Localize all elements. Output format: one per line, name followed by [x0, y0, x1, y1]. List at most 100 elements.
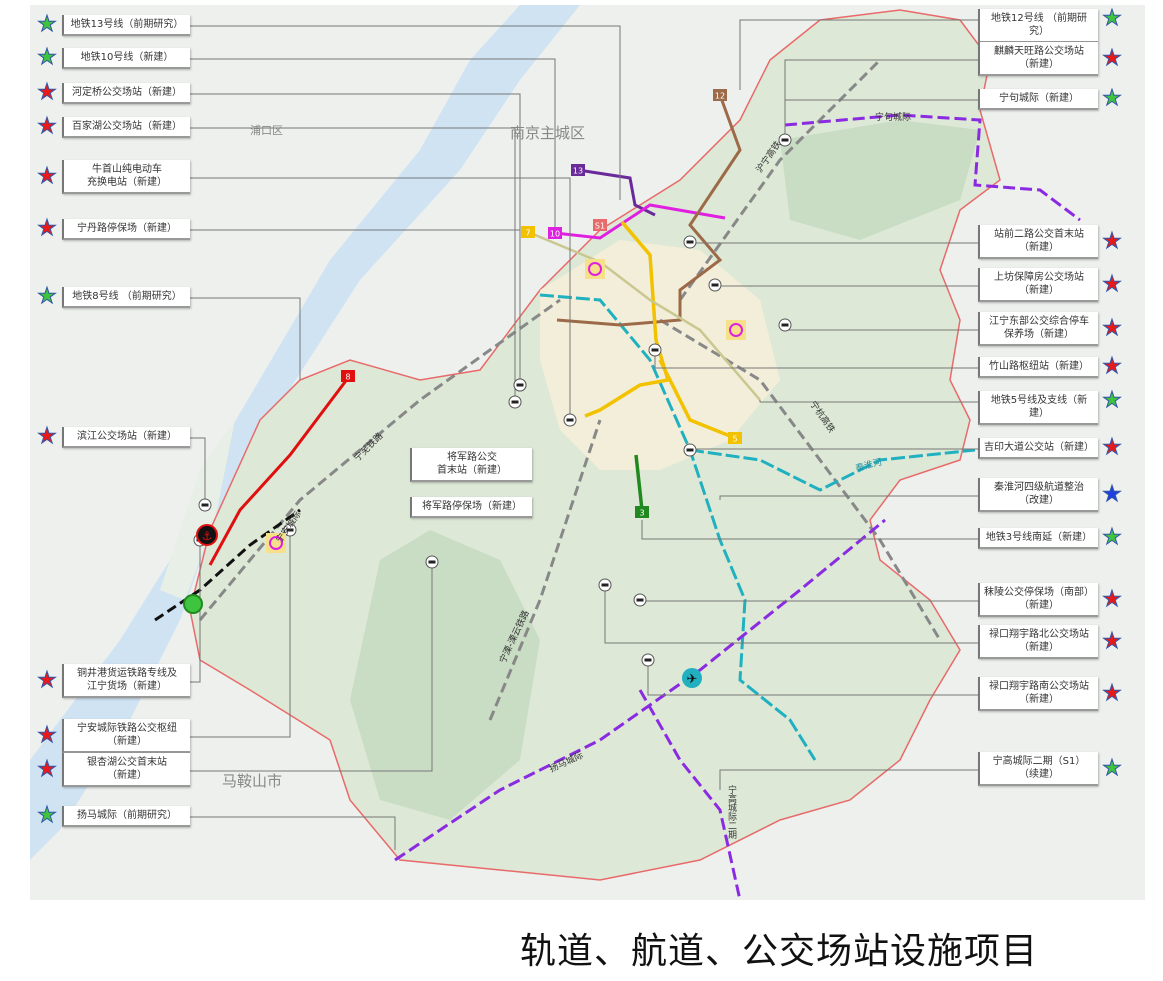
qinhuai-branch	[689, 448, 976, 492]
leader-line	[190, 816, 396, 850]
center-label-jiangjun-terminal: 将军路公交 首末站（新建）	[410, 448, 532, 482]
green-star-icon: ★	[1102, 6, 1123, 31]
project-label: 地铁8号线 （前期研究）	[62, 287, 190, 308]
project-label: 宁句城际（新建）	[978, 89, 1098, 110]
ningwu-railway	[198, 298, 561, 621]
forest-area	[780, 120, 980, 240]
leader-line	[719, 495, 978, 500]
freight-rail	[154, 508, 301, 622]
svg-text:7: 7	[525, 229, 530, 238]
railway-hub-icon	[266, 533, 286, 553]
project-label: 上坊保障房公交场站 （新建）	[978, 268, 1098, 302]
ninggao-intercity	[638, 689, 742, 901]
metro-line-10-badge: 10	[548, 227, 562, 239]
airport-icon	[682, 668, 702, 688]
leader-line	[190, 229, 521, 385]
leader-line	[190, 127, 516, 402]
red-star-icon: ★	[37, 80, 58, 105]
red-star-icon: ★	[37, 164, 58, 189]
ningju-intercity	[784, 113, 1081, 222]
map-label-main-city: 南京主城区	[510, 124, 586, 142]
leader-line	[784, 99, 978, 125]
metro-line-S1-badge: S1	[593, 219, 607, 231]
huning-railway	[678, 58, 882, 301]
leader-line	[604, 585, 978, 644]
green-star-icon: ★	[1102, 86, 1123, 111]
project-label: 铜井港货运铁路专线及 江宁货场（新建）	[62, 664, 190, 698]
metro-line-s7	[527, 230, 761, 401]
metro-line-13-badge: 13	[571, 164, 585, 176]
railway-hub-icon	[726, 320, 746, 340]
project-label: 银杏湖公交首末站 （新建）	[62, 753, 190, 787]
project-label: 滨江公交场站（新建）	[62, 427, 190, 448]
map-label-maanshan: 马鞍山市	[222, 772, 283, 790]
green-star-icon: ★	[1102, 525, 1123, 550]
project-label: 地铁3号线南延（新建）	[978, 528, 1098, 549]
green-star-icon: ★	[1102, 388, 1123, 413]
project-label: 百家湖公交场站（新建）	[62, 117, 190, 138]
svg-text:✈: ✈	[687, 672, 698, 687]
qinhuai-waterway	[539, 293, 817, 761]
project-label: 秦淮河四级航道整治 （改建）	[978, 478, 1098, 512]
map-label-ningju: 宁句城际	[875, 113, 912, 123]
project-label: 站前二路公交首末站 （新建）	[978, 225, 1098, 259]
ningli-railway	[488, 419, 602, 721]
charging-station-icon	[183, 594, 203, 614]
leader-line	[190, 297, 301, 380]
forest-area	[350, 530, 540, 820]
green-star-icon: ★	[37, 45, 58, 70]
project-label: 吉印大道公交站（新建）	[978, 438, 1098, 459]
leader-line	[647, 660, 978, 696]
project-label: 秣陵公交停保场（南部） （新建）	[978, 583, 1098, 617]
metro-line-10	[554, 203, 726, 240]
center-label-jiangjun-depot: 将军路停保场（新建）	[410, 497, 532, 518]
leader-line	[190, 25, 621, 200]
metro-line-5-branch	[658, 359, 736, 440]
svg-text:⚓: ⚓	[202, 529, 213, 543]
leader-line	[719, 769, 978, 790]
project-label: 扬马城际（前期研究）	[62, 806, 190, 827]
leader-line	[190, 530, 291, 738]
leader-line	[190, 562, 433, 772]
red-star-icon: ★	[37, 216, 58, 241]
svg-text:12: 12	[715, 92, 725, 101]
ninghang-railway	[659, 318, 942, 641]
green-star-icon: ★	[1102, 756, 1123, 781]
metro-line-12-badge: 12	[713, 89, 727, 101]
blue-star-icon: ★	[1102, 482, 1123, 507]
project-label: 禄口翔宇路北公交场站 （新建）	[978, 625, 1098, 659]
bus-stations: 13 10 12 5 3 8 S1 7	[193, 89, 792, 667]
project-label: 禄口翔宇路南公交场站 （新建）	[978, 677, 1098, 711]
red-star-icon: ★	[37, 668, 58, 693]
metro-line-3-badge: 3	[635, 506, 649, 518]
red-star-icon: ★	[1102, 229, 1123, 254]
svg-text:3: 3	[639, 509, 644, 518]
leader-line	[190, 540, 201, 683]
metro-line-5-badge: 5	[728, 432, 742, 444]
project-label: 地铁13号线（前期研究）	[62, 15, 190, 36]
leader-line	[190, 58, 556, 230]
green-star-icon: ★	[37, 284, 58, 309]
svg-text:13: 13	[573, 167, 583, 176]
project-label: 宁安城际铁路公交枢纽 （新建）	[62, 719, 190, 753]
leader-line	[190, 177, 571, 420]
red-star-icon: ★	[37, 723, 58, 748]
project-label: 地铁10号线（新建）	[62, 48, 190, 69]
project-label: 宁丹路停保场（新建）	[62, 219, 190, 240]
red-star-icon: ★	[37, 114, 58, 139]
red-star-icon: ★	[37, 424, 58, 449]
red-star-icon: ★	[1102, 587, 1123, 612]
svg-text:8: 8	[345, 373, 350, 382]
project-label: 河定桥公交场站（新建）	[62, 83, 190, 104]
leader-line	[759, 400, 978, 403]
project-label: 牛首山纯电动车 充换电站（新建）	[62, 160, 190, 194]
project-label: 江宁东部公交综合停车 保养场（新建）	[978, 312, 1098, 346]
red-star-icon: ★	[1102, 272, 1123, 297]
red-star-icon: ★	[1102, 46, 1123, 71]
red-star-icon: ★	[37, 757, 58, 782]
metro-line-12	[556, 94, 742, 327]
red-star-icon: ★	[1102, 681, 1123, 706]
green-star-icon: ★	[37, 12, 58, 37]
metro-line-5	[584, 220, 671, 418]
